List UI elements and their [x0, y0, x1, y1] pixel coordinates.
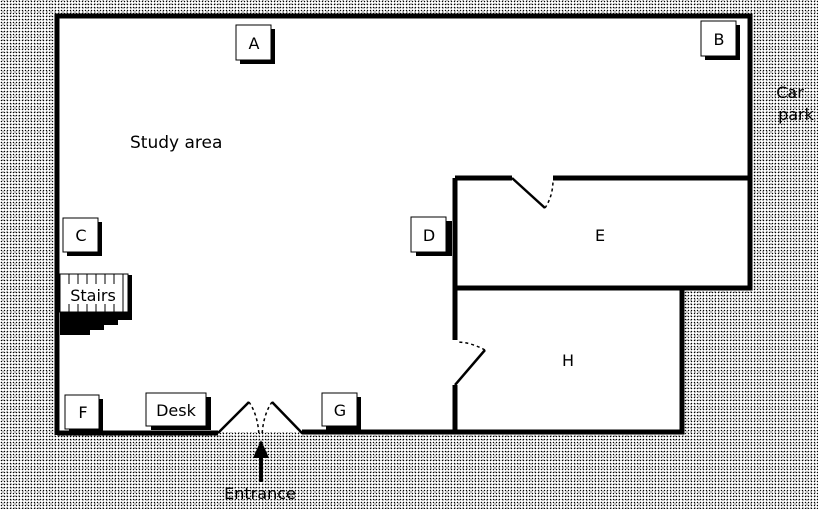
location-g-label: G — [334, 401, 346, 420]
doors — [217, 177, 554, 437]
room-h-label: H — [562, 351, 574, 370]
entrance-arrow-icon — [253, 440, 269, 482]
location-a: A — [235, 24, 275, 64]
study-area-label: Study area — [130, 133, 222, 153]
building-interior — [57, 16, 750, 432]
walls — [54, 13, 753, 436]
desk: Desk — [145, 392, 211, 430]
location-c: C — [62, 217, 102, 256]
car-park-label-line2: park — [778, 105, 815, 124]
location-f-label: F — [78, 403, 87, 422]
location-f: F — [64, 394, 103, 433]
location-c-label: C — [75, 226, 86, 245]
desk-label: Desk — [156, 401, 197, 420]
location-g: G — [321, 392, 361, 430]
room-e-label: E — [595, 226, 605, 245]
stairs-label: Stairs — [70, 286, 116, 305]
location-d-label: D — [423, 226, 435, 245]
car-park-label-line1: Car — [776, 83, 804, 102]
stairs: Stairs — [59, 273, 132, 335]
location-a-label: A — [249, 34, 260, 53]
location-d: D — [410, 216, 452, 256]
entrance-label: Entrance — [224, 484, 296, 503]
location-b-label: B — [714, 30, 725, 49]
location-b: B — [700, 20, 740, 60]
